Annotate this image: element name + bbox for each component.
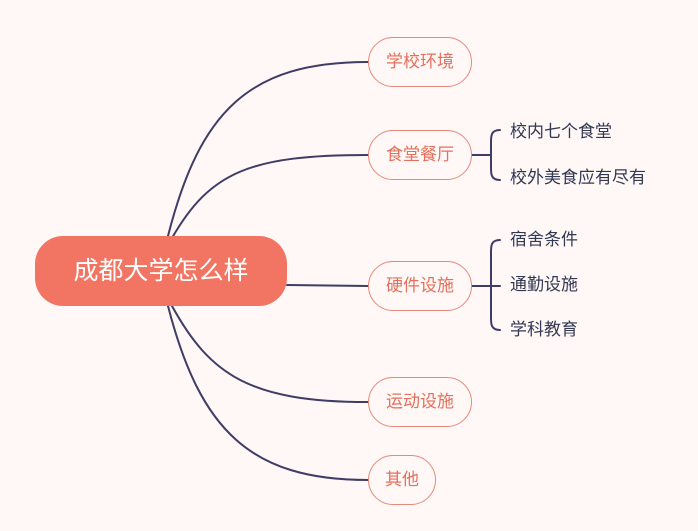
connector-root-to-branch-4 [171, 305, 369, 403]
connector-root-to-branch-1 [167, 61, 369, 237]
branch-topic-other[interactable]: 其他 [368, 455, 436, 505]
connector-branch-3-bracket [490, 239, 501, 331]
leaf-topic-facilities-1[interactable]: 宿舍条件 [510, 230, 578, 250]
branch-topic-campus-environment[interactable]: 学校环境 [368, 37, 472, 87]
leaf-topic-canteen-2[interactable]: 校外美食应有尽有 [510, 168, 646, 188]
connector-root-to-branch-3 [286, 284, 369, 287]
leaf-topic-facilities-2[interactable]: 通勤设施 [510, 275, 578, 295]
leaf-topic-facilities-3[interactable]: 学科教育 [510, 320, 578, 340]
connector-root-to-branch-2 [171, 154, 369, 239]
connector-branch-2-bracket [490, 129, 501, 181]
leaf-topic-canteen-1[interactable]: 校内七个食堂 [510, 122, 612, 142]
root-topic[interactable]: 成都大学怎么样 [35, 236, 287, 306]
connector-root-to-branch-5 [167, 305, 369, 481]
branch-topic-sports[interactable]: 运动设施 [368, 377, 472, 427]
branch-topic-canteen[interactable]: 食堂餐厅 [368, 130, 472, 180]
branch-topic-facilities[interactable]: 硬件设施 [368, 261, 472, 311]
